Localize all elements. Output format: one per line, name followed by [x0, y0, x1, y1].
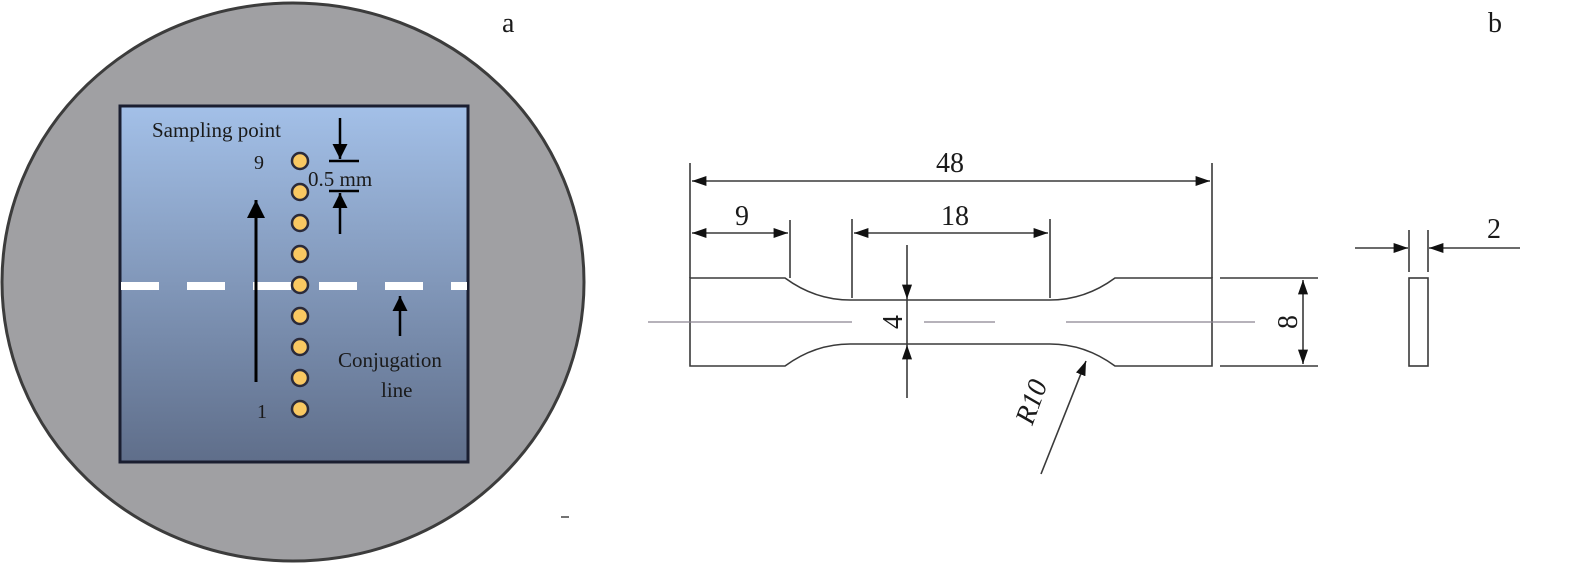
dim-8-label: 8: [1273, 315, 1304, 329]
dim-18-label: 18: [941, 201, 969, 232]
specimen-outline: [689, 277, 1213, 367]
panel-a: Sampling point 9 1 0.5 mm Conjugation li…: [0, 1, 586, 563]
spacing-label: 0.5 mm: [308, 167, 372, 191]
radius-leader: [1040, 360, 1087, 475]
sampling-point-label: Sampling point: [152, 118, 281, 142]
radius-label: R10: [1009, 376, 1054, 430]
sampling-point: [290, 337, 310, 357]
sampling-point: [290, 182, 310, 202]
sampling-point: [290, 275, 310, 295]
conjugation-label: Conjugation: [338, 348, 442, 372]
dim-48-label: 48: [936, 148, 964, 179]
sampling-point: [290, 399, 310, 419]
sampling-point: [290, 306, 310, 326]
dim-2-label: 2: [1487, 214, 1501, 245]
sampling-point: [290, 244, 310, 264]
point-1-label: 1: [257, 401, 267, 423]
conjugation-label-line: line: [381, 378, 413, 402]
sampling-point: [290, 368, 310, 388]
sampling-point: [290, 213, 310, 233]
panel-b: 48 9 18 4 8 2 R10 b: [648, 8, 1520, 475]
panel-a-label: a: [502, 8, 515, 39]
sampling-point: [290, 151, 310, 171]
dim-4-label: 4: [878, 315, 909, 329]
dim-9-label: 9: [735, 201, 749, 232]
specimen-side-view: [1408, 277, 1429, 367]
point-9-label: 9: [254, 152, 264, 174]
sampling-points: [290, 151, 310, 419]
panel-b-label: b: [1488, 8, 1502, 39]
